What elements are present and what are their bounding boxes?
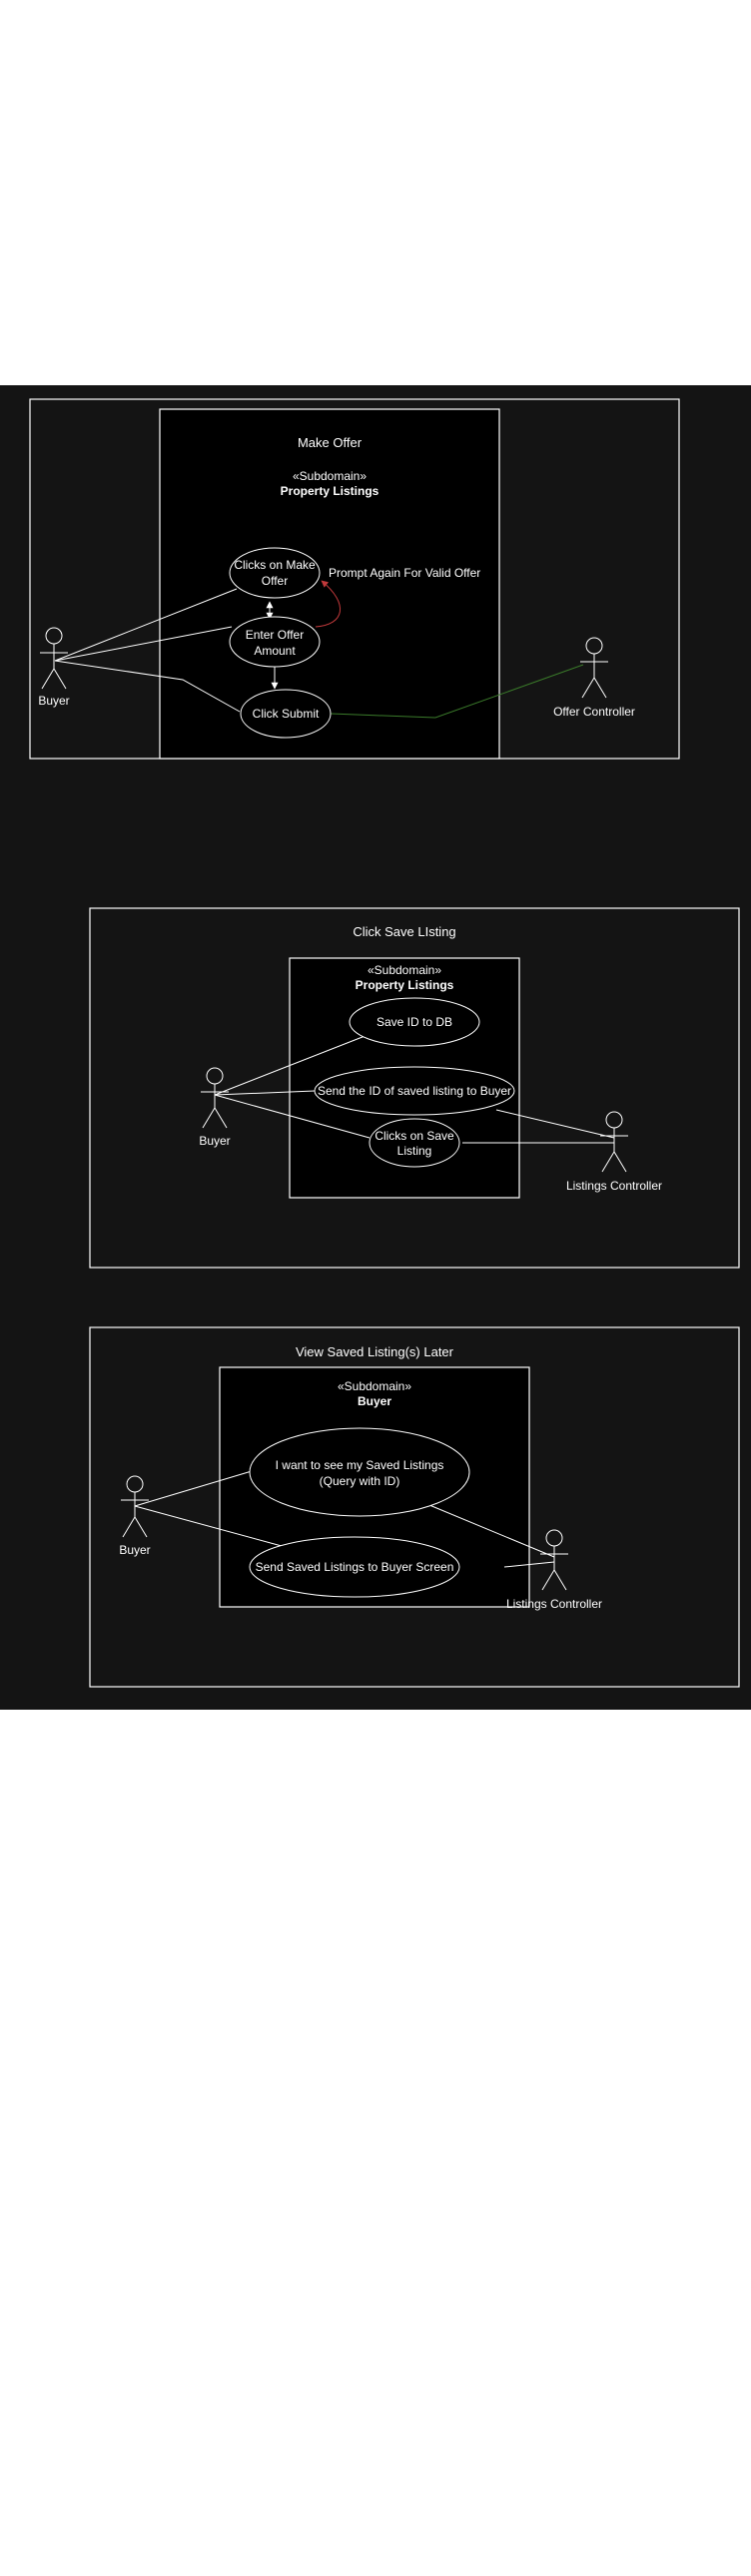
use-case-clicks-save-listing: Clicks on Save Listing bbox=[369, 1118, 460, 1168]
use-case-click-submit: Click Submit bbox=[240, 689, 332, 739]
save-listing-title: Click Save LIsting bbox=[353, 924, 455, 939]
svg-text:Send the ID of saved listing t: Send the ID of saved listing to Buyer bbox=[318, 1084, 511, 1098]
save-listing-associations bbox=[214, 1034, 615, 1144]
make-offer-associations bbox=[54, 588, 279, 713]
make-offer-title: Make Offer bbox=[298, 435, 363, 450]
svg-text:Send Saved Listings to Buyer S: Send Saved Listings to Buyer Screen bbox=[256, 1560, 454, 1574]
buyer-actor-label: Buyer bbox=[38, 694, 69, 708]
buyer-actor-label: Buyer bbox=[119, 1543, 150, 1557]
buyer-actor-label: Buyer bbox=[199, 1134, 230, 1148]
offer-controller-link bbox=[330, 664, 584, 719]
svg-text:Enter Offer: Enter Offer bbox=[246, 628, 304, 642]
svg-text:I want to see my Saved Listing: I want to see my Saved Listings bbox=[276, 1458, 444, 1472]
use-case-clicks-make-offer: Clicks on Make Offer bbox=[229, 547, 321, 599]
use-case-save-id-to-db: Save ID to DB bbox=[349, 997, 480, 1047]
buyer-actor-icon bbox=[121, 1475, 149, 1538]
svg-text:Clicks on Save: Clicks on Save bbox=[375, 1129, 454, 1143]
view-saved-subdomain-stereotype: «Subdomain» bbox=[338, 1379, 411, 1393]
svg-text:Click Submit: Click Submit bbox=[253, 707, 320, 721]
listings-controller-actor-label: Listings Controller bbox=[506, 1597, 602, 1611]
svg-text:Listing: Listing bbox=[397, 1144, 432, 1158]
use-case-send-saved-id: Send the ID of saved listing to Buyer bbox=[314, 1066, 515, 1116]
listings-controller-actor-icon bbox=[540, 1529, 568, 1591]
prompt-again-arrow bbox=[315, 580, 341, 628]
svg-text:(Query with ID): (Query with ID) bbox=[320, 1474, 400, 1488]
save-listing-subdomain-name: Property Listings bbox=[356, 978, 454, 992]
listings-controller-actor-label: Listings Controller bbox=[566, 1179, 662, 1193]
offer-controller-actor-icon bbox=[580, 637, 608, 699]
make-offer-subdomain-name: Property Listings bbox=[281, 484, 379, 498]
offer-controller-actor-label: Offer Controller bbox=[553, 705, 635, 719]
use-case-send-saved-to-buyer: Send Saved Listings to Buyer Screen bbox=[249, 1536, 460, 1598]
svg-text:Offer: Offer bbox=[262, 574, 288, 588]
use-case-enter-offer-amount: Enter Offer Amount bbox=[229, 616, 321, 668]
buyer-actor-icon bbox=[201, 1067, 229, 1129]
buyer-actor-icon bbox=[40, 627, 68, 690]
view-saved-associations bbox=[134, 1470, 555, 1568]
make-offer-subdomain-box bbox=[159, 408, 500, 760]
save-listing-subdomain-stereotype: «Subdomain» bbox=[368, 963, 441, 977]
click-save-listing-diagram: Click Save LIsting «Subdomain» Property … bbox=[89, 907, 740, 1269]
make-offer-subdomain-stereotype: «Subdomain» bbox=[293, 469, 367, 483]
svg-text:Amount: Amount bbox=[254, 644, 296, 658]
svg-text:Clicks on Make: Clicks on Make bbox=[234, 558, 316, 572]
view-saved-frame bbox=[89, 1326, 740, 1688]
view-saved-subdomain-name: Buyer bbox=[358, 1394, 391, 1408]
save-listing-frame bbox=[89, 907, 740, 1269]
svg-text:Save ID to DB: Save ID to DB bbox=[376, 1015, 452, 1029]
use-case-see-saved-listings: I want to see my Saved Listings (Query w… bbox=[249, 1427, 470, 1517]
make-offer-diagram: Make Offer «Subdomain» Property Listings… bbox=[29, 398, 680, 760]
view-saved-title: View Saved Listing(s) Later bbox=[296, 1344, 454, 1359]
listings-controller-actor-icon bbox=[600, 1111, 628, 1173]
prompt-again-label: Prompt Again For Valid Offer bbox=[329, 566, 480, 580]
view-saved-listings-diagram: View Saved Listing(s) Later «Subdomain» … bbox=[89, 1326, 740, 1688]
